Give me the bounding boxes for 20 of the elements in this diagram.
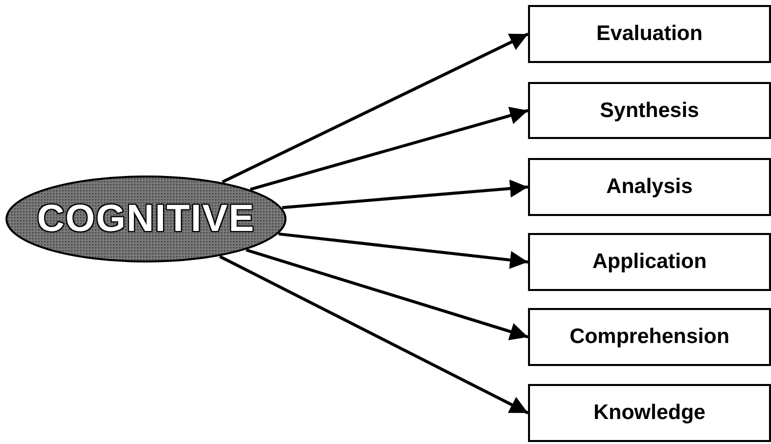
arrow — [219, 255, 529, 414]
level-box — [528, 82, 771, 139]
level-box — [528, 158, 771, 216]
arrow — [282, 180, 528, 210]
node-label: COGNITIVE — [36, 198, 256, 240]
node-label: Evaluation — [596, 22, 703, 46]
node-label: Knowledge — [593, 401, 706, 425]
level-box — [528, 384, 771, 442]
arrow — [246, 248, 528, 340]
node-label: Analysis — [606, 175, 693, 199]
arrow — [250, 106, 528, 191]
node-label: Synthesis — [600, 98, 700, 122]
level-box — [528, 308, 771, 366]
level-box — [528, 5, 771, 63]
node-label: Application — [592, 250, 707, 274]
arrow — [278, 232, 528, 269]
category-ellipse — [5, 175, 287, 263]
node-label: Comprehension — [570, 325, 730, 349]
level-box — [528, 233, 771, 291]
arrow — [222, 32, 529, 184]
